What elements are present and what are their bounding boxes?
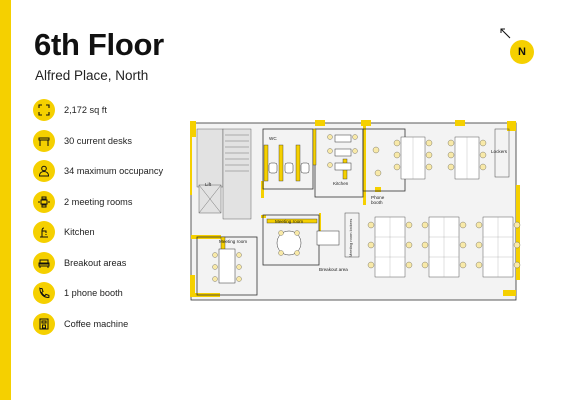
desk-icon — [33, 129, 55, 152]
feature-breakout: Breakout areas — [33, 251, 126, 275]
feature-meeting-rooms: 2 meeting rooms — [33, 190, 132, 214]
feature-desks: 30 current desks — [33, 129, 132, 153]
floor-plan: WC Lift Kitchen Phone booth Lockers Meet… — [185, 115, 555, 310]
accent-bar — [0, 0, 11, 400]
feature-kitchen: Kitchen — [33, 220, 95, 244]
person-icon — [33, 160, 55, 182]
feature-label: Breakout areas — [64, 257, 127, 268]
feature-occupancy: 34 maximum occupancy — [33, 159, 163, 183]
feature-label: 2 meeting rooms — [64, 196, 133, 207]
area-icon — [33, 99, 55, 121]
feature-coffee: Coffee machine — [33, 312, 128, 336]
room-label-wc: WC — [269, 136, 277, 141]
feature-label: 34 maximum occupancy — [64, 166, 164, 176]
room-label-phone-booth: Phone booth — [371, 195, 385, 205]
sofa-icon — [33, 251, 55, 274]
feature-label: Coffee machine — [64, 318, 129, 329]
meeting-room-icon — [33, 190, 55, 213]
feature-label: 1 phone booth — [64, 288, 123, 298]
room-label-breakout: Breakout area — [319, 267, 348, 272]
feature-label: 2,172 sq ft — [64, 105, 107, 115]
feature-label: 30 current desks — [64, 135, 132, 146]
page-title: 6th Floor — [34, 27, 164, 62]
feature-area: 2,172 sq ft — [33, 98, 107, 122]
feature-label: Kitchen — [64, 227, 95, 237]
compass-badge: N — [510, 40, 534, 64]
page-subtitle: Alfred Place, North — [35, 68, 149, 83]
feature-phone-booth: 1 phone booth — [33, 281, 123, 305]
room-label-meeting-room-large: Meeting room — [219, 239, 248, 244]
phone-icon — [33, 282, 55, 304]
room-label-lockers: Lockers — [491, 149, 508, 154]
north-arrow-icon — [500, 28, 511, 39]
floor-plan-drawing — [190, 120, 521, 301]
room-label-kitchen: Kitchen — [333, 181, 349, 186]
coffee-machine-icon — [33, 312, 55, 335]
room-label-meeting-room-small: Meeting room — [275, 219, 304, 224]
room-label-lift: Lift — [205, 182, 212, 187]
tap-icon — [33, 221, 55, 243]
room-label-lockers-vertical: Meeting room lockers — [348, 218, 353, 257]
